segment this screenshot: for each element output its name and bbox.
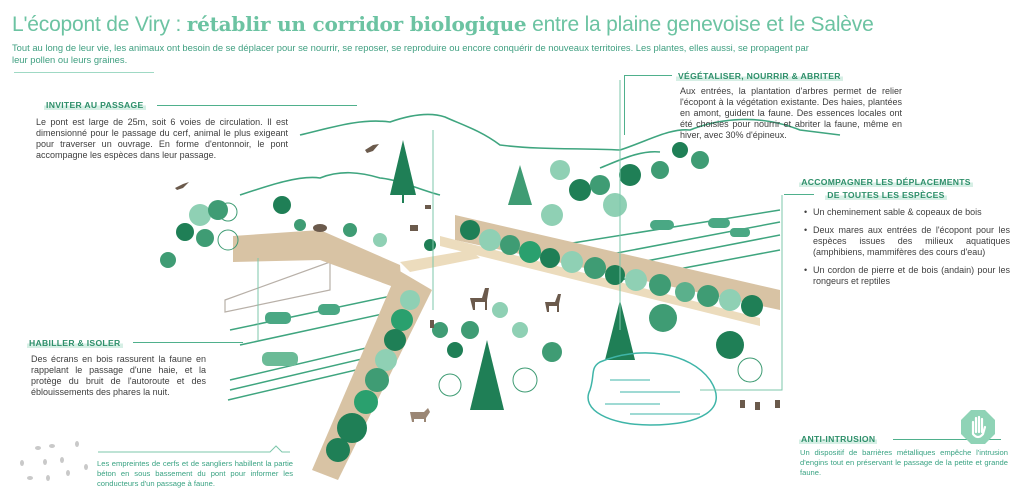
heading-inviter: INVITER AU PASSAGE — [44, 100, 146, 110]
hedge-left — [326, 290, 420, 462]
wood-screen-left — [233, 230, 402, 290]
accompagner-rule — [784, 194, 814, 195]
highway — [227, 209, 781, 401]
sand-path — [400, 250, 480, 272]
title-part-1: L'écopont de Viry : — [12, 13, 187, 36]
heading-habiller: HABILLER & ISOLER — [27, 338, 123, 348]
list-item: Un cheminement sable & copeaux de bois — [804, 207, 1010, 218]
pond — [587, 352, 717, 426]
wood-screen-left-diag — [312, 270, 432, 480]
heading-anti-intrusion-rule — [893, 439, 1001, 440]
stop-hand-icon — [961, 410, 995, 444]
intro-divider — [14, 72, 154, 73]
animals — [175, 144, 780, 422]
list-item: Un cordon de pierre et de bois (andain) … — [804, 265, 1010, 287]
page-title: L'écopont de Viry : rétablir un corridor… — [12, 12, 874, 37]
heading-vegetaliser: VÉGÉTALISER, NOURRIR & ABRITER — [676, 71, 843, 81]
text-habiller: Des écrans en bois rassurent la faune en… — [31, 354, 206, 397]
underpass — [224, 261, 331, 313]
title-bold: rétablir un corridor biologique — [186, 12, 527, 36]
vegetaliser-hrule — [624, 75, 672, 76]
heading-accompagner: ACCOMPAGNER LES DÉPLACEMENTS DE TOUTES L… — [799, 177, 973, 200]
trees — [160, 140, 763, 410]
heading-anti-intrusion: ANTI-INTRUSION — [799, 434, 878, 444]
hedge-right — [460, 220, 763, 317]
heading-habiller-rule — [133, 342, 243, 343]
intro-text: Tout au long de leur vie, les animaux on… — [12, 42, 809, 65]
list-item: Deux mares aux entrées de l'écopont pour… — [804, 225, 1010, 258]
text-inviter: Le pont est large de 25m, soit 6 voies d… — [36, 117, 288, 160]
cars — [262, 218, 750, 366]
wood-screen-right — [455, 215, 780, 310]
heading-inviter-rule — [157, 105, 357, 106]
footprints — [20, 441, 88, 481]
vegetaliser-vrule — [624, 75, 625, 135]
text-anti-intrusion: Un dispositif de barrières métalliques e… — [800, 448, 1008, 477]
accompagner-list: Un cheminement sable & copeaux de bois D… — [804, 207, 1010, 294]
sand-path-right — [440, 236, 760, 326]
title-part-2: entre la plaine genevoise et le Salève — [526, 13, 874, 36]
text-vegetaliser: Aux entrées, la plantation d'arbres perm… — [680, 86, 902, 140]
text-empreintes: Les empreintes de cerfs et de sangliers … — [97, 459, 293, 488]
